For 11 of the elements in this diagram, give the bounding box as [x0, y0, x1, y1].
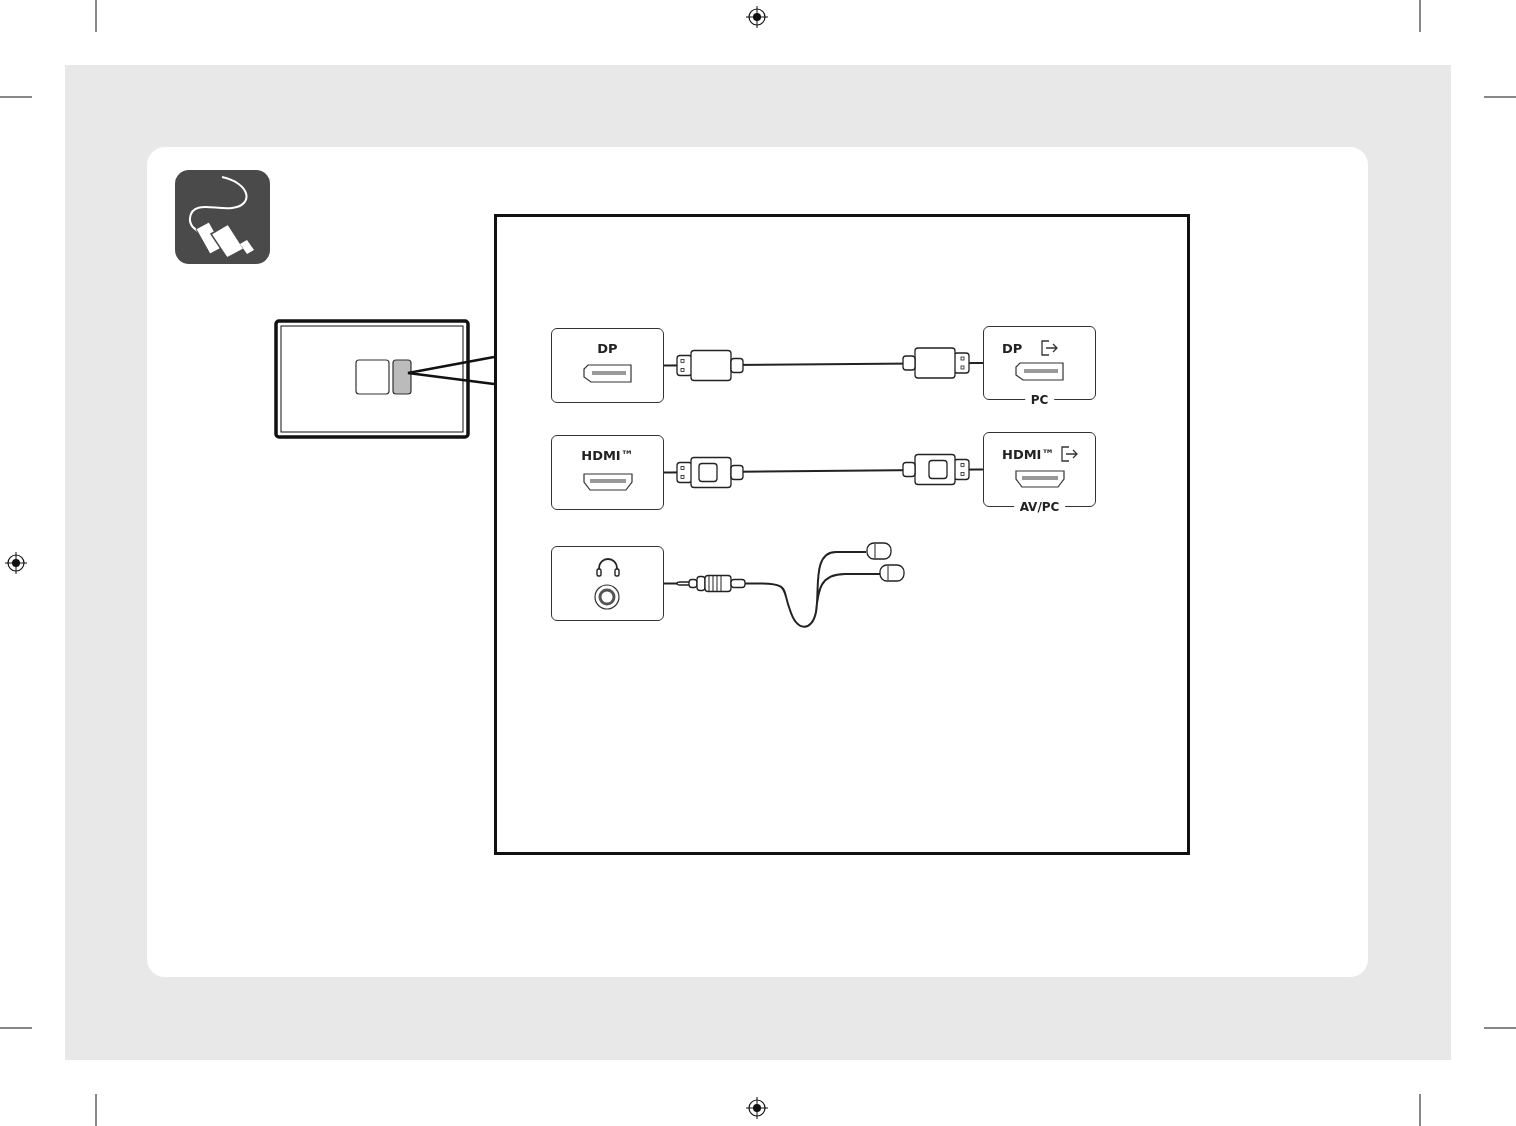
device-label: AV/PC: [1013, 499, 1066, 515]
cable: [663, 551, 881, 628]
port-panel: [551, 546, 664, 621]
port-label: DP: [1002, 341, 1023, 357]
port-label: DP: [596, 341, 619, 357]
port-panel: [551, 328, 664, 403]
earphone-drawing: [866, 542, 906, 582]
port-label: HDMI™: [580, 448, 635, 464]
callout-frame: [494, 214, 1190, 855]
port-panel: [551, 435, 664, 510]
port-label: HDMI™: [1002, 447, 1055, 463]
